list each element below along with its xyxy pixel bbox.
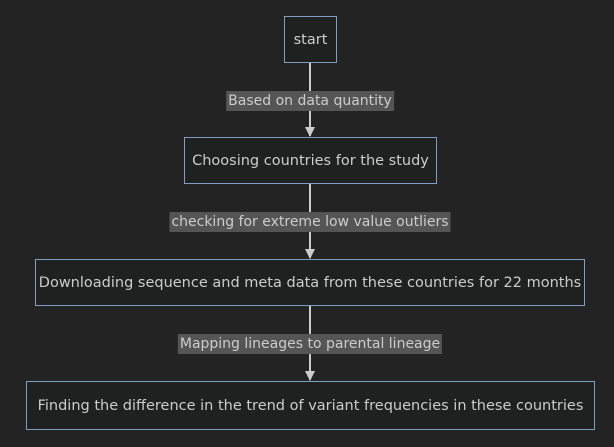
node-start: start: [284, 16, 337, 63]
edge-label-data-quantity: Based on data quantity: [226, 91, 394, 111]
edge-label-mapping-lineages: Mapping lineages to parental lineage: [177, 334, 443, 354]
node-finding-difference: Finding the difference in the trend of v…: [26, 381, 595, 430]
node-downloading-data: Downloading sequence and meta data from …: [35, 259, 585, 306]
node-choosing-countries: Choosing countries for the study: [184, 137, 437, 184]
edge-label-outliers: checking for extreme low value outliers: [169, 212, 451, 232]
